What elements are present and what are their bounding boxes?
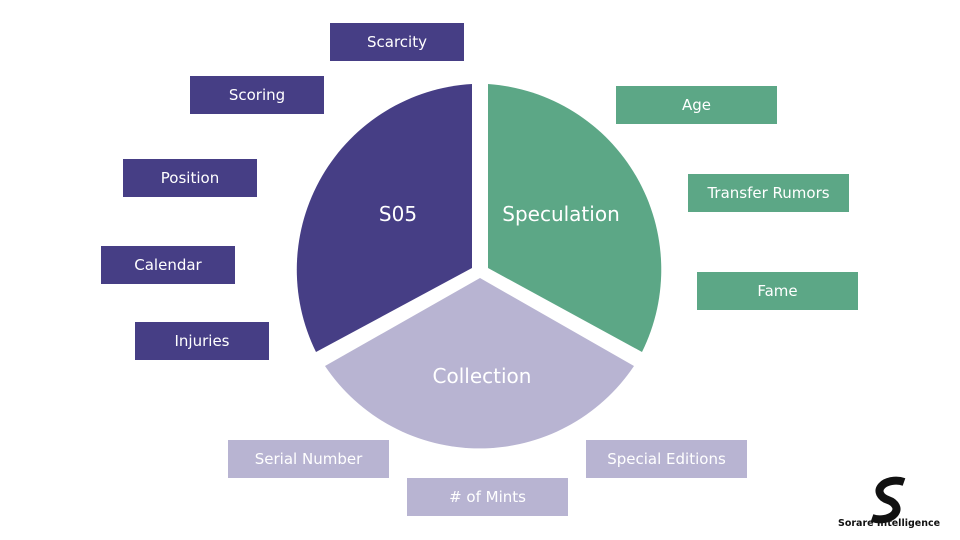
tag-age: Age (616, 86, 777, 124)
segment-s05-label: S05 (379, 202, 417, 226)
tag-calendar: Calendar (101, 246, 235, 284)
segment-s05 (296, 84, 472, 352)
tag-scoring: Scoring (190, 76, 324, 114)
tag-special-editions: Special Editions (586, 440, 747, 478)
tag-injuries: Injuries (135, 322, 269, 360)
segment-collection-label: Collection (433, 364, 532, 388)
tag-fame: Fame (697, 272, 858, 310)
segment-collection (325, 278, 634, 449)
tag-scarcity: Scarcity (330, 23, 464, 61)
sorare-s-icon (870, 476, 906, 524)
tag-number-of-mints: # of Mints (407, 478, 568, 516)
segment-speculation-label: Speculation (502, 202, 620, 226)
segment-speculation (488, 84, 662, 352)
tag-transfer-rumors: Transfer Rumors (688, 174, 849, 212)
tag-position: Position (123, 159, 257, 197)
logo-text: Sorare Intelligence (838, 518, 941, 529)
tag-serial-number: Serial Number (228, 440, 389, 478)
